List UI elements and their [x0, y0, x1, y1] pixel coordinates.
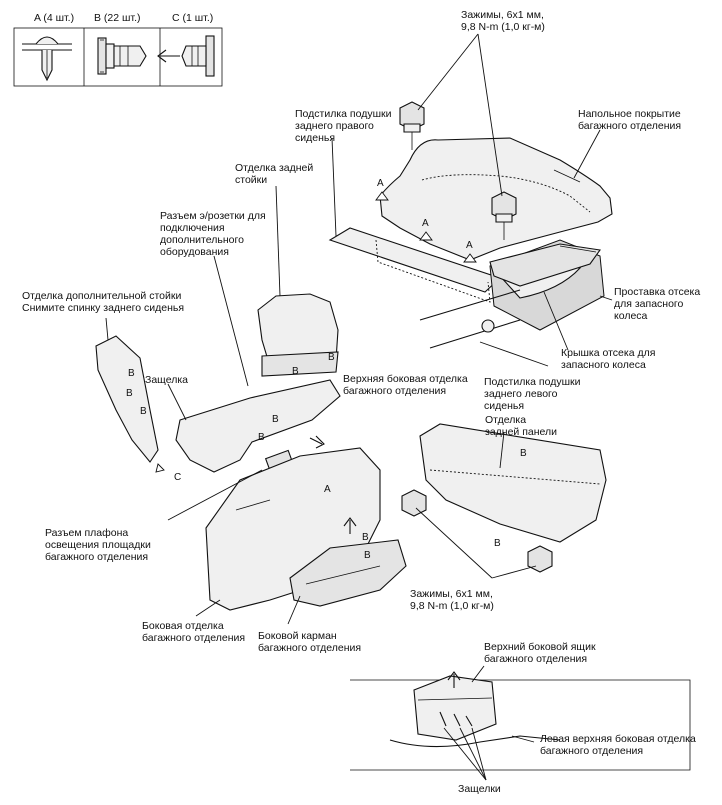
removal-arrows [309, 435, 461, 688]
marker-b-11: B [494, 538, 501, 549]
latches-label: Защелки [458, 783, 501, 795]
spare-lid-label: Крышка отсека для запасного колеса [561, 347, 656, 371]
marker-b-1: B [128, 368, 135, 379]
clips-bottom-label: Зажимы, 6x1 мм, 9,8 N-m (1,0 кг-м) [410, 588, 494, 612]
marker-b-6: B [258, 432, 265, 443]
marker-triangles [155, 191, 477, 473]
lamp-connector-label: Разъем плафона освещения площадки багажн… [45, 527, 151, 563]
floor-clip-1 [399, 101, 425, 150]
side-pocket-label: Боковой карман багажного отделения [258, 630, 362, 654]
inset-frame [350, 679, 691, 771]
extra-pillar-trim [95, 335, 159, 463]
accessory-connector-label: Разъем э/розетки для подключения дополни… [160, 210, 266, 258]
fastener-c-label: C (1 шт.) [172, 12, 214, 24]
marker-a-4: A [324, 484, 331, 495]
spare-wheel-lid [489, 243, 601, 287]
trunk-floor-cover-label: Напольное покрытие багажного отделения [578, 108, 682, 132]
rear-pillar-trim-label: Отделка задней стойки [235, 162, 314, 186]
spare-spacer-label: Проставка отсека для запасного колеса [614, 286, 701, 322]
marker-b-3: B [140, 406, 147, 417]
clip-a-icon [22, 36, 72, 82]
latch-label: Защелка [145, 374, 188, 386]
clip-b-icon [97, 37, 147, 75]
marker-b-9: B [364, 550, 371, 561]
fastener-b-label: B (22 шт.) [94, 12, 141, 24]
upper-side-trim [175, 379, 341, 473]
upper-side-trim-label: Верхняя боковая отделка багажного отделе… [343, 373, 468, 397]
bottom-clip-1 [401, 489, 427, 517]
rear-panel-trim [419, 423, 607, 543]
marker-b-7: B [272, 414, 279, 425]
left-upper-side-trim-inset [389, 735, 561, 748]
leader-lines [105, 33, 613, 781]
left-cushion-pad-label: Подстилка подушки заднего левого сиденья [484, 376, 581, 412]
upper-side-box [413, 675, 497, 741]
rear-pillar-trim [257, 293, 339, 377]
marker-a-3: A [466, 240, 473, 251]
marker-a-2: A [422, 218, 429, 229]
left-cushion-pad [419, 289, 521, 349]
clips-top-label: Зажимы, 6x1 мм, 9,8 N-m (1,0 кг-м) [461, 9, 545, 33]
fastener-a-label: A (4 шт.) [34, 12, 75, 24]
bottom-clip-2 [527, 545, 553, 573]
marker-a-1: A [377, 178, 384, 189]
clip-c-icon [157, 35, 215, 77]
side-trim-label: Боковая отделка багажного отделения [142, 620, 246, 644]
upper-side-box-label: Верхний боковой ящик багажного отделения [484, 641, 596, 665]
extra-pillar-trim-label: Отделка дополнительной стойки Снимите сп… [22, 290, 185, 314]
marker-c-1: C [174, 472, 181, 483]
floor-clip-2 [491, 191, 517, 240]
rear-panel-trim-label: Отделка задней панели [485, 414, 558, 438]
left-upper-side-trim-label: Левая верхняя боковая отделка багажного … [540, 733, 696, 757]
marker-b-2: B [126, 388, 133, 399]
marker-b-4: B [292, 366, 299, 377]
marker-b-5: B [328, 352, 335, 363]
right-cushion-pad-label: Подстилка подушки заднего правого сидень… [295, 108, 392, 144]
marker-b-8: B [362, 532, 369, 543]
marker-b-10: B [520, 448, 527, 459]
marker-letters: A A A A B B B B B B B B B B B C [126, 178, 527, 561]
